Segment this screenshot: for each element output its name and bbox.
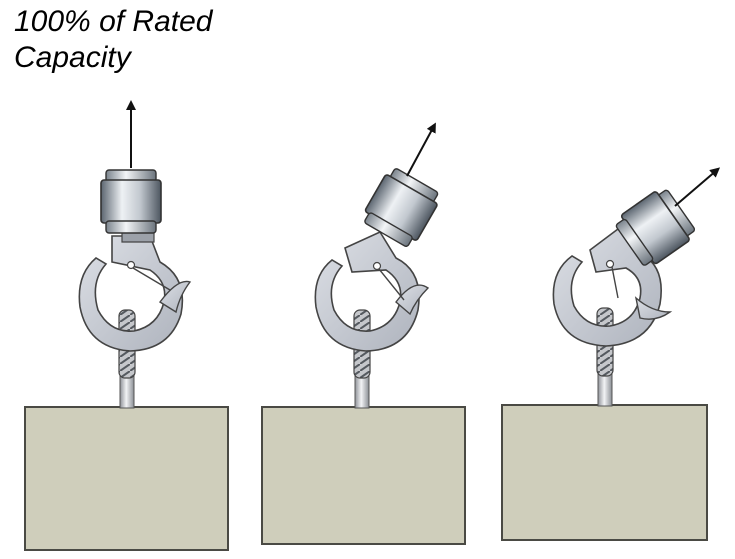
crane-hook [552, 224, 673, 347]
safety-latch-pivot [372, 261, 382, 271]
pull-arrow [674, 167, 721, 207]
panel-angled-pull-steep [501, 167, 721, 541]
load-block [24, 406, 229, 551]
safety-latch [132, 267, 171, 291]
swivel-block [100, 169, 162, 234]
panel-angled-pull-moderate [261, 122, 466, 545]
title-line-1: 100% of Rated [14, 5, 213, 38]
safety-latch [378, 268, 405, 301]
load-block [261, 406, 466, 545]
title-line-2: Capacity [14, 41, 131, 74]
figure-title: 100% of Rated Capacity [14, 4, 212, 76]
safety-latch-pivot [126, 260, 136, 270]
swivel-block [615, 189, 696, 266]
safety-latch [611, 266, 619, 299]
swivel-block [364, 168, 439, 247]
load-block [501, 404, 708, 541]
pull-arrow [406, 122, 436, 177]
safety-latch-pivot [605, 259, 615, 269]
crane-hook [78, 231, 192, 352]
eyebolt-shank [354, 374, 370, 409]
eyebolt-shank [119, 374, 135, 409]
crane-hook [314, 230, 430, 352]
eyebolt-shank [597, 372, 613, 407]
panel-vertical-pull [24, 100, 229, 551]
